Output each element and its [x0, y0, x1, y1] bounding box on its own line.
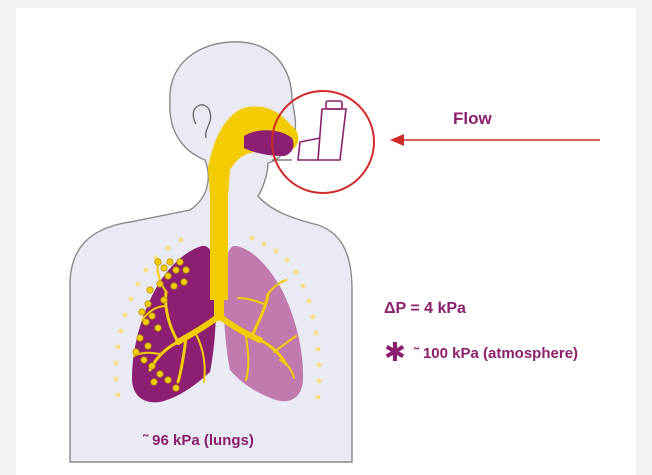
flow-label: Flow	[453, 109, 492, 129]
asterisk-icon: ✱	[384, 338, 406, 368]
lungs-pressure-label: ˜ 96 kPa (lungs)	[143, 432, 254, 449]
atmosphere-row: ✱˜ 100 kPa (atmosphere)	[384, 343, 578, 363]
pressure-difference-label: ΔP = 4 kPa	[384, 300, 466, 318]
inhaler-icon	[298, 101, 346, 160]
arrow-left-icon	[390, 134, 600, 146]
atmosphere-pressure-label: ˜ 100 kPa (atmosphere)	[414, 345, 578, 362]
